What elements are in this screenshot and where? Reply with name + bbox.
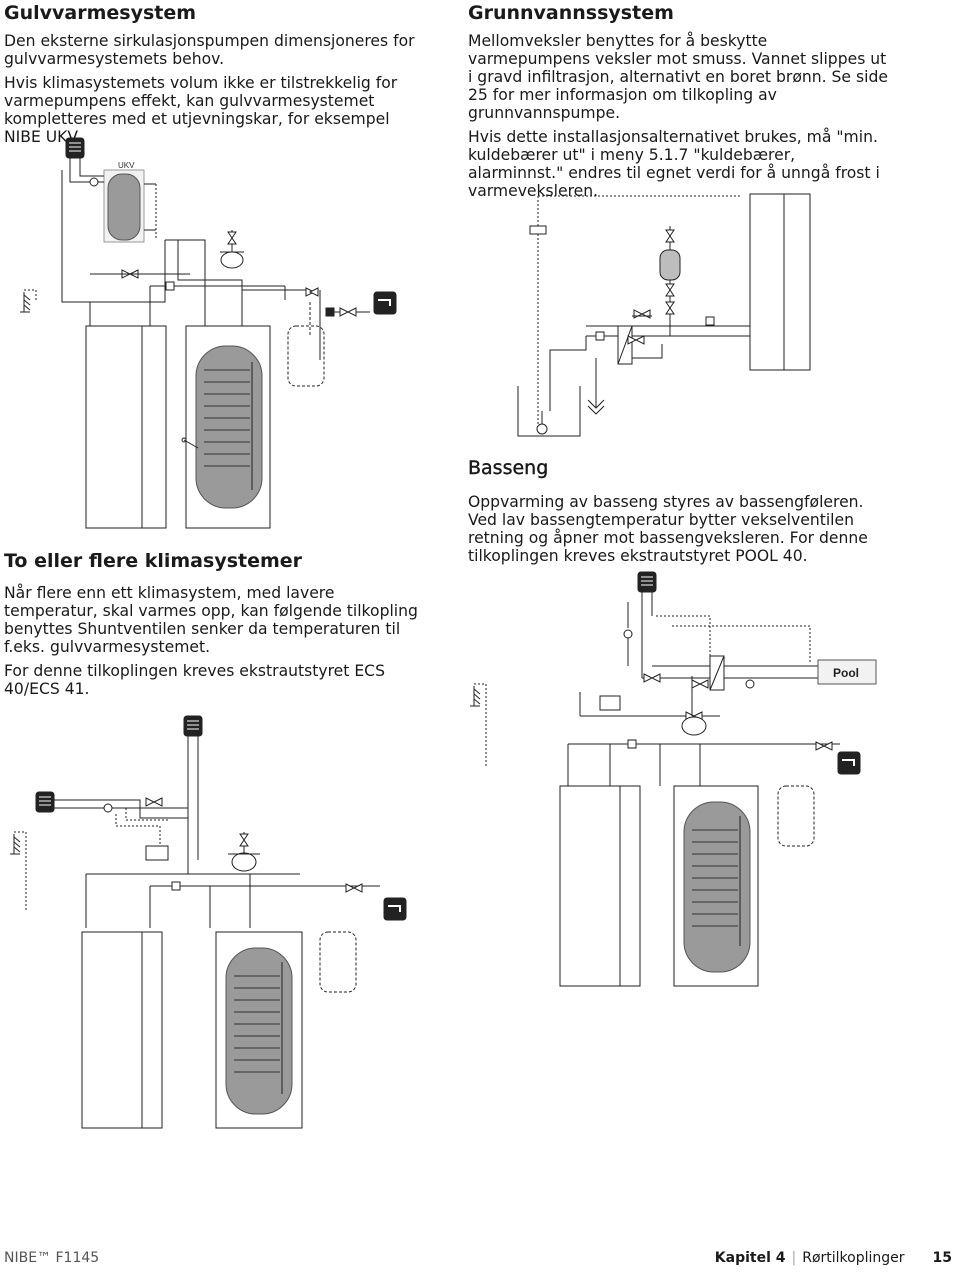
chapter-title: Rørtilkoplinger [802,1250,905,1266]
tap-icon [384,898,406,920]
paragraph: Den eksterne sirkulasjonspumpen dimensjo… [4,32,415,68]
section-title: Grunnvannssystem [468,2,674,24]
separator: | [791,1250,797,1266]
expansion-vessel-icon [232,832,256,871]
diagram-basseng: Pool [460,566,880,996]
section-gulvvarme: Gulvvarmesystem Den eksterne sirkulasjon… [4,2,424,152]
paragraph: For denne tilkoplingen kreves ekstrautst… [4,662,385,698]
radiator-icon [66,138,84,158]
tap-icon [374,292,396,314]
expansion-vessel-icon [221,230,243,268]
section-grunnvann: Grunnvannssystem Mellomveksler benyttes … [468,2,888,206]
paragraph: Oppvarming av basseng styres av bassengf… [468,493,868,565]
diagram-klimasystemer [0,710,420,1210]
expansion-vessel-icon [660,226,680,280]
section-title: Basseng [468,457,549,479]
section-basseng: Basseng Oppvarming av basseng styres av … [468,457,888,571]
pool-label: Pool [833,666,859,680]
section-title: Gulvvarmesystem [4,2,197,24]
outdoor-sensor-icon [10,834,20,854]
footer-chapter: Kapitel 4 | Rørtilkoplinger 15 [715,1250,952,1266]
diagram-gulvvarme: UKV [0,130,420,540]
radiator-icon [36,792,54,812]
footer-brand: NIBE™ F1145 [4,1250,100,1266]
section-title: To eller flere klimasystemer [4,550,303,572]
radiator-icon [638,572,656,592]
outdoor-sensor-icon [20,292,30,312]
paragraph: Hvis dette installasjonsalternativet bru… [468,128,880,200]
paragraph: Mellomveksler benyttes for å beskytte va… [468,32,888,122]
section-klimasystemer: To eller flere klimasystemer Når flere e… [4,550,424,704]
paragraph: Hvis klimasystemets volum ikke er tilstr… [4,74,398,146]
page-number: 15 [932,1250,952,1266]
diagram-grunnvann [500,186,820,446]
radiator-icon [184,716,202,736]
chapter-label: Kapitel 4 [714,1250,786,1266]
tap-icon [838,752,860,774]
paragraph: Når flere enn ett klimasystem, med laver… [4,584,418,656]
expansion-vessel-icon [682,676,706,735]
outdoor-sensor-icon [470,686,480,706]
ukv-label: UKV [118,161,135,170]
